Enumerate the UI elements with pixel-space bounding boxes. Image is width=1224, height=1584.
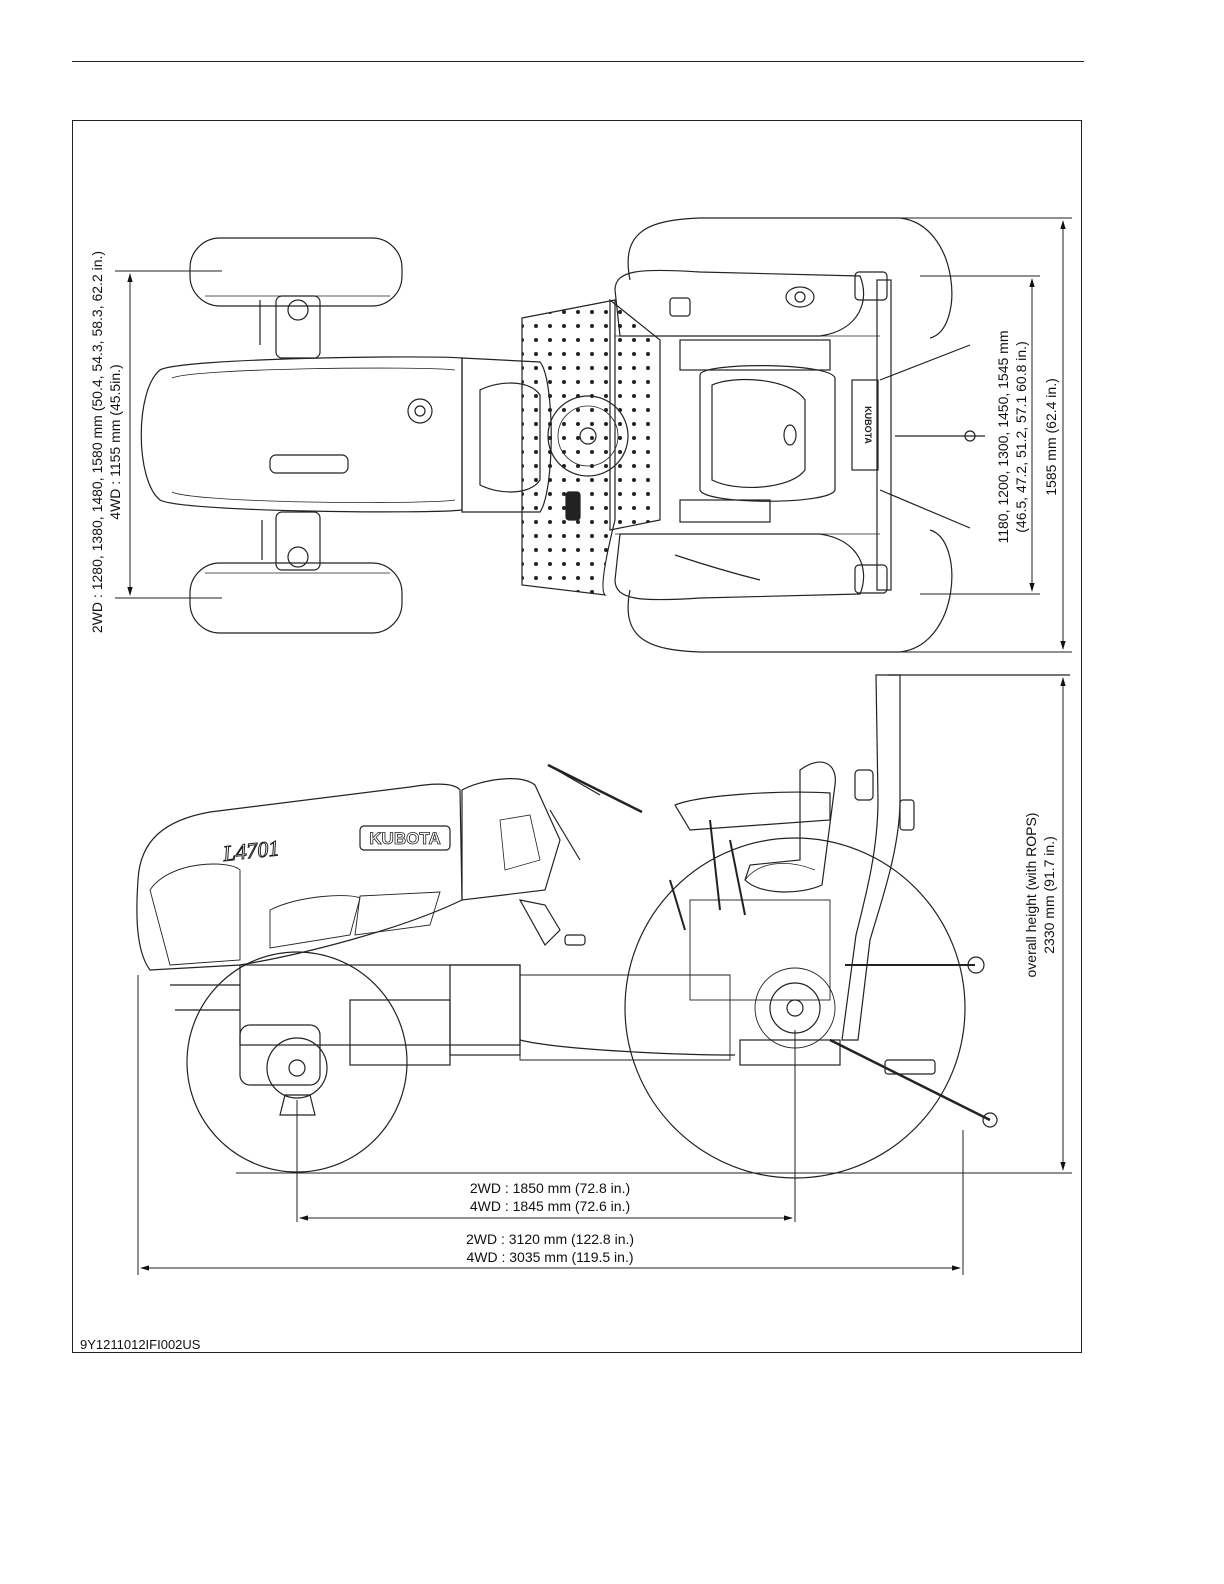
tread-front-4wd-label: 4WD : 1155 mm (45.5in.) [107, 364, 123, 519]
fender-side [674, 791, 831, 831]
kubota-logo [359, 825, 451, 851]
model-label: L4701 [221, 835, 281, 866]
header-rule [72, 61, 1084, 62]
rops-top [876, 279, 892, 591]
figure-frame [72, 120, 1082, 1353]
rear-left-tire [627, 217, 953, 339]
tread-rear-label-1: 1180, 1200, 1300, 1450, 1545 mm [995, 330, 1011, 543]
length-4wd-label: 4WD : 3035 mm (119.5 in.) [466, 1249, 633, 1265]
hood [140, 356, 463, 513]
hood-vent [269, 454, 349, 474]
tread-front-label: 2WD : 1280, 1380, 1480, 1580 mm (50.4, 5… [89, 251, 105, 633]
length-2wd-label: 2WD : 3120 mm (122.8 in.) [466, 1231, 634, 1247]
top-view: KUBOTA [140, 217, 985, 653]
top-dimensions [115, 217, 1072, 653]
height-label-1: overall height (with ROPS) [1023, 813, 1039, 978]
chassis [519, 974, 731, 1061]
tread-rear-label-2: (46.5, 47.2, 51.2, 57.1 60.8 in.) [1013, 341, 1029, 532]
rear-badge [851, 379, 879, 471]
seat-side [744, 761, 836, 893]
rear-right-tire [627, 529, 953, 653]
rops [841, 674, 901, 1041]
height-label-2: 2330 mm (91.7 in.) [1041, 836, 1057, 954]
front-left-tire [189, 237, 403, 307]
left-fender [614, 269, 865, 337]
wheelbase-4wd-label: 4WD : 1845 mm (72.6 in.) [470, 1198, 630, 1214]
transmission [689, 899, 831, 1001]
kubota-logo-text: KUBOTA [369, 829, 440, 848]
overall-width-label: 1585 mm (62.4 in.) [1043, 378, 1059, 496]
hood-side [136, 783, 463, 971]
fuel-cap [407, 398, 433, 424]
seat [699, 365, 836, 502]
side-view: KUBOTA L4701 [136, 674, 1070, 1179]
right-fender [614, 533, 865, 601]
wheelbase-2wd-label: 2WD : 1850 mm (72.8 in.) [470, 1180, 630, 1196]
engine [239, 964, 521, 1046]
side-dimensions [137, 677, 1072, 1275]
platform-left [521, 299, 616, 596]
seat-badge-text: KUBOTA [863, 406, 873, 444]
figure-code: 9Y1211012IFI002US [80, 1337, 201, 1352]
